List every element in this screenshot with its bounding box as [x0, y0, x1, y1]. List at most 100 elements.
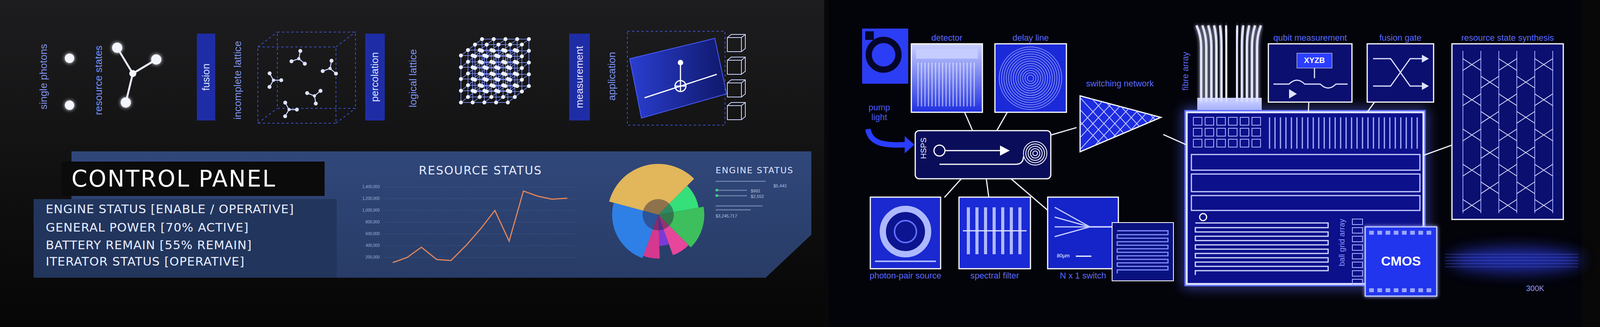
stage-label: fusion	[200, 63, 213, 91]
lattice-node	[466, 71, 470, 76]
lattice-node	[496, 89, 501, 94]
photonic-chip	[1186, 112, 1424, 284]
chip-pad	[1352, 278, 1363, 285]
axis-tick: 800,000	[365, 219, 380, 225]
value-label: $5,443	[773, 183, 787, 189]
detector-wire	[945, 62, 947, 107]
switch-image	[1047, 196, 1119, 269]
synthesis-coupler	[1516, 146, 1535, 159]
dashed-cube-edge	[335, 32, 356, 47]
callout-connector	[964, 112, 973, 131]
optical-fibre	[1246, 25, 1250, 102]
photonic-system	[862, 25, 1583, 296]
lattice-node	[494, 100, 499, 105]
chart-title: ENGINE STATUS	[715, 165, 794, 175]
synthesis-coupler	[1516, 111, 1535, 124]
chip-stripe	[1411, 117, 1413, 149]
switch-wire	[1131, 93, 1186, 154]
xor-symbol	[680, 80, 682, 92]
optical-fibre	[1251, 25, 1256, 102]
chip-stripe	[1394, 117, 1397, 149]
switch-tree	[1054, 216, 1114, 227]
lattice-node	[491, 48, 496, 53]
lattice-node	[473, 42, 477, 47]
lattice-node	[458, 65, 463, 70]
cmos-chip	[1365, 226, 1437, 296]
callout-connector	[1050, 127, 1077, 135]
component-icon	[862, 28, 909, 84]
callout-connector	[1308, 101, 1309, 113]
delay-spiral	[1017, 65, 1043, 91]
input-label: pump light	[865, 102, 893, 123]
chip-stripe	[1351, 117, 1353, 149]
glow-streak	[1445, 262, 1579, 264]
lattice-node	[491, 72, 496, 77]
lattice-node	[458, 88, 463, 93]
delay-spiral	[1020, 67, 1041, 89]
lattice-node	[489, 94, 494, 99]
qubit-cube	[741, 57, 746, 61]
chip-band	[1191, 154, 1420, 170]
chip-ring	[1199, 213, 1207, 221]
synthesis-waveguide	[1498, 50, 1500, 213]
qubit-dot	[318, 88, 323, 93]
value-label: $982	[750, 188, 761, 194]
text-placeholder-bar	[715, 205, 763, 207]
lattice-node	[519, 66, 524, 70]
detector-wire	[966, 62, 968, 107]
lattice-node	[508, 54, 513, 59]
synthesis-coupler	[1480, 181, 1499, 194]
switch-wire	[1098, 93, 1154, 154]
qubit-cube	[741, 102, 746, 106]
chip-stripe	[1334, 117, 1336, 149]
serpentine-waveguide	[1117, 230, 1168, 274]
text-placeholder-bar	[715, 208, 751, 211]
value-label: $3,245,717	[715, 213, 738, 219]
qubit-dot	[312, 94, 317, 98]
cmos-box: CMOS	[1365, 226, 1437, 296]
chip-serpentine	[1195, 222, 1329, 275]
lattice-node	[515, 83, 520, 88]
delay-spiral	[1015, 63, 1046, 93]
cmos-pad	[1401, 230, 1407, 235]
stage-label: logical lattice	[407, 49, 420, 108]
callout-connector	[1367, 101, 1375, 113]
qubit-dot	[294, 107, 299, 112]
detector-wire	[949, 62, 951, 107]
lattice-node	[508, 42, 513, 47]
grid-line	[384, 257, 577, 258]
chip-label: HSPS	[919, 137, 929, 159]
delay-spiral	[1032, 150, 1038, 156]
detector-symbol	[1421, 54, 1429, 63]
lattice-node	[519, 89, 524, 94]
chip-pad	[1352, 270, 1363, 276]
component-label: spectral filter	[970, 270, 1020, 281]
lattice-node	[466, 83, 470, 88]
switch-tree	[1054, 207, 1114, 227]
synthesis-coupler	[1516, 76, 1535, 88]
status-line: GENERAL POWER [70% ACTIVE]	[45, 220, 249, 235]
axis-tick: 600,000	[365, 231, 380, 236]
callout-connector	[1010, 178, 1048, 210]
chart-line	[392, 190, 568, 263]
stage-box: percolation	[365, 33, 385, 121]
delay-spiral	[1023, 141, 1047, 165]
chip-stripe	[1362, 117, 1364, 149]
chip-cell	[1240, 139, 1249, 147]
scale-bar	[1075, 255, 1092, 257]
zoom-box: switching network	[1076, 76, 1164, 154]
detector-wire	[924, 62, 926, 107]
qubit-measurement-image	[1268, 43, 1352, 102]
component-label: fusion gate	[1379, 32, 1422, 43]
lattice-node	[484, 42, 489, 47]
axis-tick: 200,000	[365, 254, 380, 260]
callout-connector	[944, 178, 962, 198]
dashed-cube	[277, 32, 356, 109]
photon-dot	[64, 100, 75, 110]
right-background	[828, 0, 1582, 327]
lattice-node	[466, 48, 470, 52]
chip-cell	[1216, 139, 1226, 147]
delay-spiral	[1025, 72, 1036, 84]
lattice-node	[526, 72, 531, 77]
chip-glow	[1186, 112, 1424, 284]
